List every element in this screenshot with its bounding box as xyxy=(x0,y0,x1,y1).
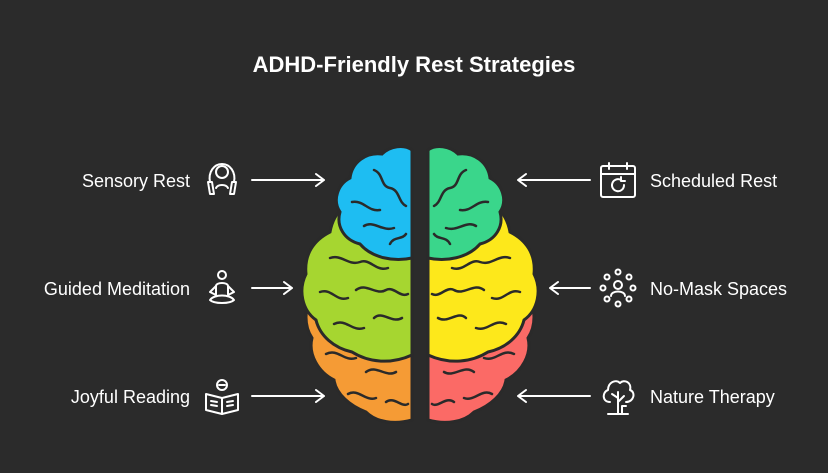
arrow-sensory-rest xyxy=(251,173,325,187)
brain-lobe-teal xyxy=(426,145,506,261)
label-joyful-reading: Joyful Reading xyxy=(70,387,190,407)
arrow-no-mask-spaces xyxy=(549,281,591,295)
label-sensory-rest: Sensory Rest xyxy=(81,171,190,191)
label-nature-therapy: Nature Therapy xyxy=(650,387,775,407)
label-no-mask-spaces: No-Mask Spaces xyxy=(650,279,788,299)
meditation-icon xyxy=(209,270,235,304)
headphones-icon xyxy=(207,163,237,195)
reading-icon xyxy=(205,379,239,415)
page-title: ADHD-Friendly Rest Strategies xyxy=(252,52,576,77)
brain-lobe-blue xyxy=(334,145,414,261)
tree-icon xyxy=(602,380,635,415)
calendar-icon xyxy=(600,162,636,198)
people-circle-icon xyxy=(599,268,637,308)
label-scheduled-rest: Scheduled Rest xyxy=(650,171,778,191)
arrow-nature-therapy xyxy=(517,389,591,403)
arrow-scheduled-rest xyxy=(517,173,591,187)
label-guided-meditation: Guided Meditation xyxy=(43,279,190,299)
arrow-joyful-reading xyxy=(251,389,325,403)
brain-illustration xyxy=(300,145,540,424)
arrow-guided-meditation xyxy=(251,281,293,295)
